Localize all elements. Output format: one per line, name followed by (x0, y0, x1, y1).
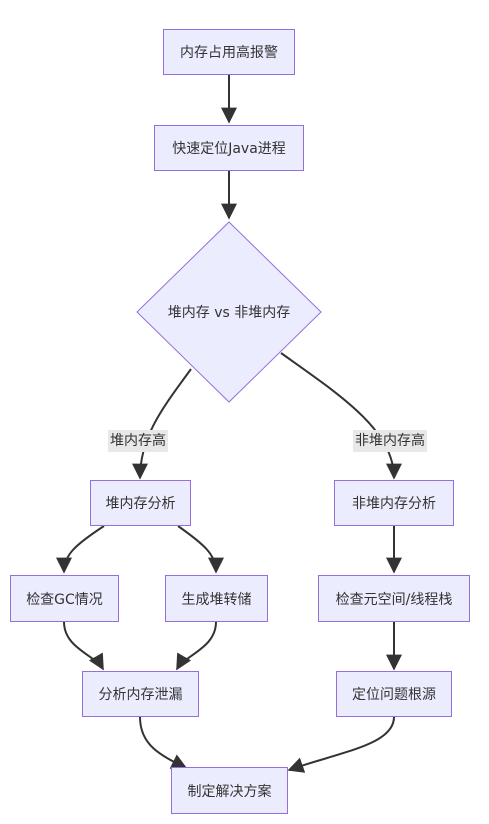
node-analyze-leak-label: 分析内存泄漏 (98, 687, 183, 703)
node-solution-label: 制定解决方案 (187, 783, 272, 800)
edge-root-to-solution (287, 716, 395, 773)
node-heap-dump-label: 生成堆转储 (181, 591, 252, 608)
node-analyze-leak: 分析内存泄漏 (82, 671, 199, 717)
node-locate-java-process: 快速定位Java进程 (154, 125, 304, 171)
decision-label-text: 堆内存 vs 非堆内存 (167, 305, 291, 321)
edge-heap-to-dump (177, 525, 224, 574)
edge-leak-to-solution (139, 716, 188, 769)
node-locate-root-cause: 定位问题根源 (336, 671, 452, 717)
node-memory-alert: 内存占用高报警 (163, 29, 295, 75)
node-check-gc-label: 检查GC情况 (26, 591, 103, 608)
edge-decision-to-nonheap (280, 352, 402, 480)
node-check-metaspace: 检查元空间/线程栈 (318, 575, 470, 622)
node-locate-java-process-label: 快速定位Java进程 (172, 141, 286, 157)
node-check-metaspace-label: 检查元空间/线程栈 (335, 591, 453, 608)
decision-diamond (136, 221, 322, 403)
node-solution: 制定解决方案 (171, 767, 288, 814)
node-heap-analysis-label: 堆内存分析 (105, 496, 176, 512)
decision-label: 堆内存 vs 非堆内存 (137, 297, 321, 327)
node-memory-alert-label: 内存占用高报警 (180, 45, 278, 61)
node-heap-analysis: 堆内存分析 (90, 480, 191, 526)
edge-gc-to-leak (63, 621, 104, 671)
edge-label-nonheap-high: 非堆内存高 (353, 430, 427, 452)
edge-decision-to-heap (132, 368, 192, 480)
edge-heap-to-gc (56, 525, 105, 574)
edge-label-nonheap-high-text: 非堆内存高 (355, 433, 425, 449)
node-heap-dump: 生成堆转储 (165, 575, 268, 622)
node-nonheap-analysis: 非堆内存分析 (334, 480, 454, 526)
edge-label-heap-high: 堆内存高 (108, 430, 168, 452)
edge-label-heap-high-text: 堆内存高 (110, 433, 166, 449)
node-nonheap-analysis-label: 非堆内存分析 (352, 496, 436, 512)
edge-dump-to-leak (176, 621, 217, 671)
node-check-gc: 检查GC情况 (10, 575, 119, 622)
node-locate-root-cause-label: 定位问题根源 (352, 687, 436, 703)
